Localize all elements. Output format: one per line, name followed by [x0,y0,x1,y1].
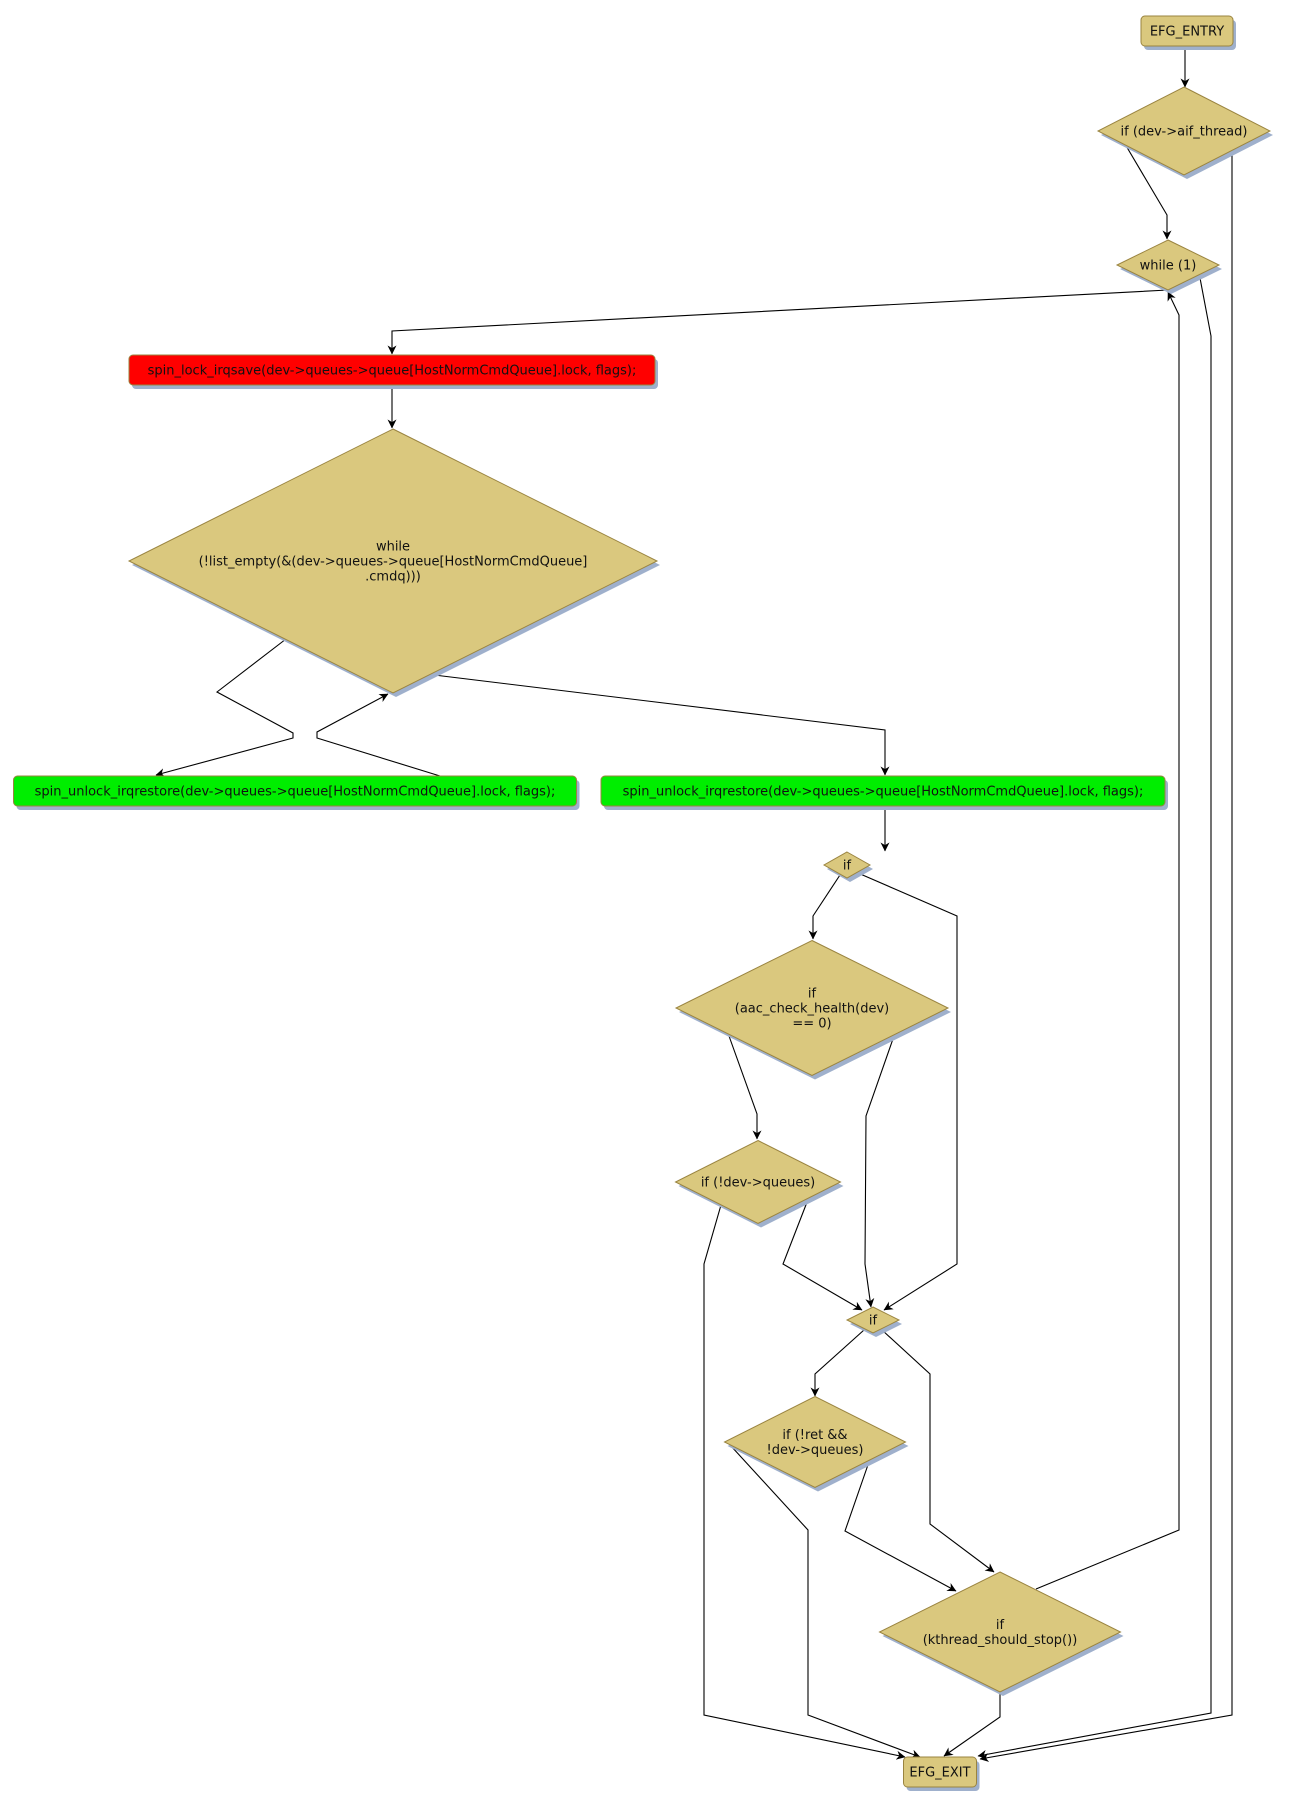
node-label: (kthread_should_stop()) [923,1633,1078,1648]
node-if-b[interactable]: if [845,1306,902,1337]
node-label: == 0) [792,1017,831,1032]
decision-diamond [878,1571,1122,1693]
edge-if_ret-to-if_stop [844,1458,957,1592]
edge-while1-to-exit [977,277,1212,1759]
node-label: spin_unlock_irqrestore(dev->queues->queu… [623,785,1144,800]
lock-box [128,354,656,386]
terminal-box [1140,15,1234,47]
edge-if_queues-to-if_b [782,1196,863,1311]
decision-diamond [1096,86,1272,176]
node-label: spin_unlock_irqrestore(dev->queues->queu… [35,785,556,800]
decision-diamond [822,851,872,879]
node-unlock-left[interactable]: spin_unlock_irqrestore(dev->queues->queu… [13,775,580,810]
edge-if_queues-to-exit [703,1204,906,1760]
unlock-box [600,775,1166,807]
node-unlock-right[interactable]: spin_unlock_irqrestore(dev->queues->queu… [600,775,1168,810]
node-label: EFG_ENTRY [1150,25,1224,40]
edge-while_list-to-unlock_left [155,638,294,778]
edges [155,47,1233,1762]
decision-diamond [674,1139,842,1225]
unlock-box [13,775,577,807]
node-label: spin_lock_irqsave(dev->queues->queue[Hos… [148,364,637,379]
node-exit[interactable]: EFG_EXIT [903,1756,980,1791]
node-if-queues[interactable]: if (!dev->queues) [674,1139,844,1228]
node-label: if (!dev->queues) [701,1176,815,1191]
edge-if_aif-to-exit [979,152,1233,1762]
edge-if_stop-to-while1 [1035,291,1180,1590]
node-label: EFG_EXIT [909,1766,970,1781]
node-if-health[interactable]: if(aac_check_health(dev)== 0) [674,939,951,1080]
node-label: while (1) [1140,259,1197,274]
node-label: if (dev->aif_thread) [1121,125,1248,140]
node-label: (!list_empty(&(dev->queues->queue[HostNo… [199,555,588,570]
node-label: while [376,540,410,555]
node-label: if (!ret && [782,1428,847,1443]
edge-if_a-to-if_health [808,874,841,940]
edge-if_a-to-if_b [857,872,958,1311]
decision-diamond [845,1306,901,1334]
node-if-a[interactable]: if [822,851,873,882]
terminal-box [903,1756,977,1788]
edge-if_health-to-if_queues [728,1035,762,1140]
node-if-stop[interactable]: if(kthread_should_stop()) [878,1571,1124,1696]
node-label: if [996,1618,1005,1633]
edge-if_stop-to-exit [943,1692,1001,1757]
node-label: if [808,987,817,1002]
edge-if_health-to-if_b [864,1035,895,1308]
node-label: if [869,1314,878,1329]
node-while-list[interactable]: while(!list_empty(&(dev->queues->queue[H… [127,428,660,697]
node-entry[interactable]: EFG_ENTRY [1140,15,1236,50]
edge-if_b-to-if_stop [881,1329,995,1573]
decision-diamond [674,939,950,1077]
node-if-aif[interactable]: if (dev->aif_thread) [1096,86,1273,179]
node-label: !dev->queues) [767,1443,864,1458]
node-while1[interactable]: while (1) [1115,239,1222,294]
decision-diamond [127,428,659,694]
edge-while_list-to-unlock_right [425,673,890,776]
node-label: (aac_check_health(dev) [735,1002,889,1017]
node-label: .cmdq))) [365,570,421,585]
edge-if_b-to-if_ret [810,1329,865,1397]
edge-while1-to-lock [387,289,1169,355]
decision-diamond [723,1395,907,1489]
node-lock[interactable]: spin_lock_irqsave(dev->queues->queue[Hos… [128,354,658,389]
edge-if_ret-to-exit [730,1445,921,1759]
node-if-ret[interactable]: if (!ret &&!dev->queues) [723,1395,909,1492]
node-label: if [843,859,852,874]
edge-if_aif-to-while1 [1124,143,1172,240]
edge-unlock_left-to-while_list [316,693,441,777]
decision-diamond [1115,239,1221,291]
